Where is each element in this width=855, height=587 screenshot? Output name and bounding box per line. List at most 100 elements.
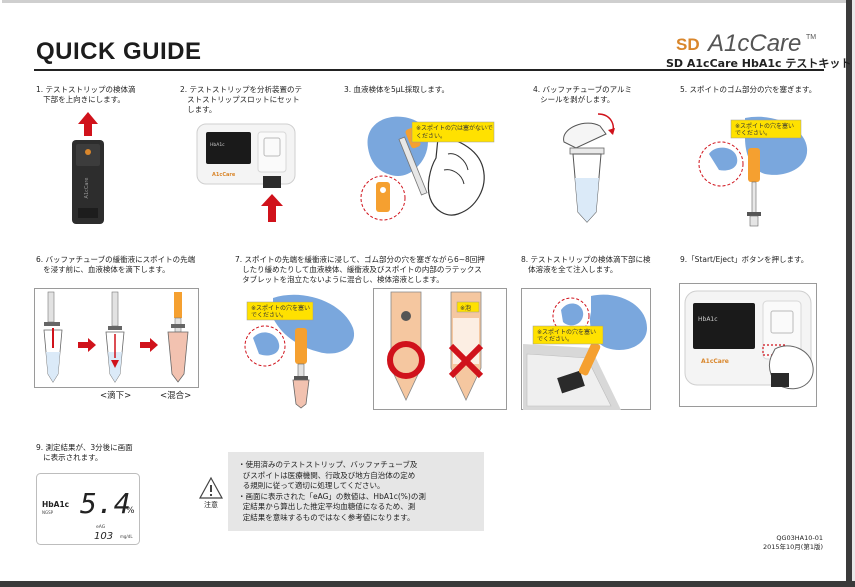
- document-date: 2015年10月(第1版): [762, 543, 823, 551]
- eag-value: 103: [94, 531, 113, 542]
- stage-drip: [105, 291, 125, 383]
- brand-logo: SD A1cCare TM: [676, 30, 816, 57]
- step-9-text: 9.「Start/Eject」ボタンを押します。: [680, 255, 809, 264]
- callout-bubble: [456, 301, 480, 313]
- step-3-text: 3. 血液検体を5μL採取します。: [344, 85, 450, 94]
- pipette-bulb: [578, 342, 601, 376]
- caption-mix: <混合>: [160, 391, 192, 401]
- notice-item-disposal: ・使用済みのテストストリップ、バッファチューブ及 びスポイトは医療機関、行政及び…: [238, 460, 418, 490]
- page-title: QUICK GUIDE: [36, 38, 202, 65]
- notice-item-eag: ・画面に表示された「eAG」の数値は、HbA1c(%)の測 定結果から算出した推…: [238, 491, 426, 522]
- step-3-illustration: ※スポイトの穴は塞がないで ください。: [360, 116, 495, 221]
- aluminum-seal: [563, 122, 607, 149]
- eag-unit: mg/dL: [120, 534, 133, 539]
- analyzer-screen: [206, 132, 251, 164]
- callout-text-line1: ※スポイトの穴を塞い: [251, 304, 310, 312]
- step-6-illustration: [34, 288, 199, 388]
- callout-cover-hole: [246, 301, 314, 321]
- result-unit: %: [126, 506, 135, 516]
- hole-icon: [380, 187, 386, 193]
- step-1-illustration: A1cCare: [72, 112, 104, 224]
- logo-brand: A1cCare: [706, 30, 801, 57]
- callout-text-line2: でください。: [251, 312, 287, 319]
- step-7-mixing-illustration: ※スポイトの穴を塞い でください。: [244, 294, 355, 409]
- device-brand: A1cCare: [212, 172, 236, 178]
- step-5-illustration: ※スポイトの穴を塞い でください。: [698, 116, 808, 227]
- step-4-illustration: [563, 113, 615, 223]
- pipette-stem: [751, 181, 757, 215]
- callout-text-line2: でください。: [537, 336, 573, 343]
- stage-mix: [167, 292, 189, 383]
- result-sublabel: NGSP: [42, 510, 54, 515]
- strip-slot: [257, 131, 287, 173]
- step-5-text: 5. スポイトのゴム部分の穴を塞ぎます。: [680, 85, 817, 94]
- callout-text-line2: でください。: [735, 130, 771, 137]
- step-6-text: 6. バッファチューブの緩衝液にスポイトの先端 を浸す前に、血液検体を滴下します…: [36, 255, 196, 274]
- patient-hand: [427, 137, 485, 216]
- tube-rim: [569, 147, 605, 155]
- gloved-hand: [589, 294, 647, 350]
- pipette-bulb: [748, 148, 760, 182]
- step-8-text: 8. テストストリップの検体滴下部に検 体溶液を全て注入します。: [521, 255, 651, 274]
- analyzer-screen-label: HbA1c: [698, 316, 718, 323]
- buffer-liquid: [575, 178, 599, 222]
- frame-right-margin: [852, 0, 855, 587]
- wrong-cross-icon: [448, 343, 484, 379]
- step-9-illustration: HbA1c A1cCare: [679, 283, 817, 407]
- step-10-text: 9. 測定結果が、3分後に画面 に表示されます。: [36, 443, 133, 462]
- frame-bottom-edge: [0, 581, 855, 587]
- step-4-text: 4. バッファチューブのアルミ シールを剥がします。: [533, 85, 633, 104]
- callout-cover-hole: [532, 325, 604, 345]
- analyzer-screen: [693, 303, 755, 349]
- zoom-pipette-bulb: [376, 182, 390, 212]
- callout-bubble-text: ※泡: [460, 304, 471, 312]
- analyzer-screen-label: HbA1c: [210, 142, 225, 148]
- callout-text-line2: ください。: [416, 133, 446, 140]
- pipette-bulb: [295, 328, 307, 364]
- step-2-text: 2. テストストリップを分析装置のテ ストストリップスロットにセット します。: [180, 85, 303, 114]
- device-brand: A1cCare: [701, 358, 729, 365]
- callout-text-line1: ※スポイトの穴を塞い: [537, 328, 596, 336]
- sample-well-icon: [85, 149, 91, 155]
- step-7-comparison-illustration: ※泡: [373, 288, 507, 410]
- strip-brand-mark: A1cCare: [84, 178, 90, 199]
- inserted-strip: [771, 373, 789, 387]
- result-value: 5.4: [80, 487, 131, 520]
- inserted-strip: [263, 176, 281, 188]
- callout-text-line1: ※スポイトの穴は塞がないで: [416, 124, 493, 132]
- callout-do-not-cover-hole: [411, 121, 495, 143]
- right-arrow-icon: [78, 338, 96, 352]
- step-8-illustration: ※スポイトの穴を塞い でください。: [521, 288, 651, 410]
- result-screen: [36, 473, 140, 545]
- inserted-strip: [557, 370, 585, 394]
- eag-label: eAG: [96, 524, 106, 530]
- stage-drip-before: [43, 291, 63, 383]
- pipette: [398, 136, 428, 196]
- step-1-text: 1. テストストリップの検体滴 下部を上向きにします。: [36, 85, 136, 104]
- frame-top-edge: [2, 0, 849, 3]
- up-arrow-icon: [78, 112, 98, 136]
- logo-prefix: SD: [676, 35, 700, 54]
- notice-box: [228, 452, 484, 531]
- buffer-tube-mixed: [292, 379, 310, 409]
- result-display: HbA1c NGSP 5.4 % eAG 103 mg/dL: [36, 473, 140, 545]
- callout-cover-hole: [730, 119, 802, 139]
- warning-icon: [198, 476, 224, 499]
- result-label: HbA1c: [42, 500, 69, 509]
- document-code: QG03HA10-01: [776, 534, 823, 542]
- right-arrow-icon: [140, 338, 158, 352]
- up-arrow-icon: [261, 194, 283, 222]
- frame-right-edge: [846, 0, 852, 587]
- notice-label: 注意: [204, 501, 218, 509]
- step-2-illustration: HbA1c A1cCare: [196, 123, 296, 222]
- notice-text: ・使用済みのテストストリップ、バッファチューブ及 びスポイトは医療機関、行政及び…: [238, 460, 478, 523]
- callout-text-line1: ※スポイトの穴を塞い: [735, 122, 794, 130]
- title-rule: [34, 69, 824, 71]
- document-code-block: QG03HA10-01 2015年10月(第1版): [763, 534, 823, 552]
- logo-tm: TM: [806, 34, 816, 41]
- step-7-text: 7. スポイトの先端を緩衝液に浸して、ゴム部分の穴を塞ぎながら6~8回押 したり…: [235, 255, 485, 284]
- caption-drip: <滴下>: [100, 391, 132, 401]
- correct-circle-icon: [387, 341, 425, 379]
- product-subtitle: SD A1cCare HbA1c テストキット: [666, 57, 852, 70]
